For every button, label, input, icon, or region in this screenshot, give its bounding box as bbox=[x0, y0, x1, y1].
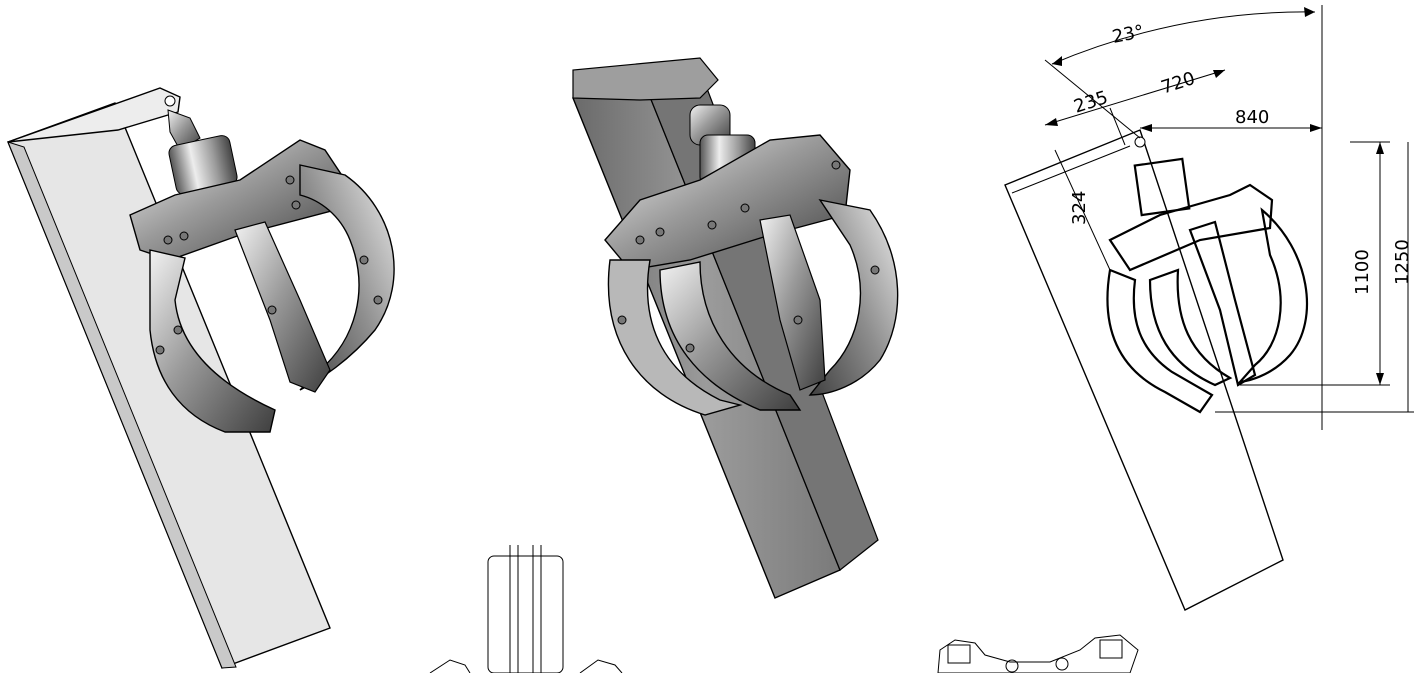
outline-cylinder bbox=[1133, 157, 1191, 217]
center-jaw-2 bbox=[659, 261, 802, 411]
outline-center-jaw bbox=[1148, 268, 1233, 387]
bolt-group-2 bbox=[617, 160, 880, 353]
light-beam-side bbox=[7, 141, 237, 669]
center-tine bbox=[234, 221, 331, 393]
outline-right-jaw bbox=[1237, 207, 1309, 384]
dim-840: 840 bbox=[1235, 107, 1269, 128]
dim-1100: 1100 bbox=[1352, 249, 1373, 295]
shaded-view-light-beam bbox=[7, 87, 395, 669]
left-jaw-2 bbox=[607, 259, 743, 416]
outline-center-tine bbox=[1188, 220, 1257, 387]
dim-720: 720 bbox=[1159, 68, 1198, 99]
dim-235: 235 bbox=[1071, 87, 1110, 118]
left-jaw bbox=[149, 249, 276, 433]
center-tine-2 bbox=[759, 214, 826, 391]
partial-front-view bbox=[429, 545, 623, 673]
shaded-view-dark-beam bbox=[572, 57, 899, 599]
dim-angle: 23° bbox=[1110, 21, 1145, 48]
dim-324: 324 bbox=[1069, 191, 1090, 225]
outline-beam bbox=[1004, 129, 1284, 611]
right-jaw-2 bbox=[808, 198, 899, 396]
dark-beam-top bbox=[572, 57, 719, 101]
outline-frame bbox=[1108, 183, 1274, 272]
grapple-frame-2 bbox=[604, 134, 851, 271]
outline-pivot bbox=[1134, 136, 1146, 148]
partial-top-view bbox=[937, 634, 1139, 673]
right-jaw bbox=[299, 164, 395, 391]
light-beam-arm bbox=[7, 87, 181, 143]
angle-arc bbox=[1051, 11, 1316, 65]
bolt-group-1 bbox=[155, 175, 383, 355]
arm-pivot-hole bbox=[164, 95, 176, 107]
outline-left-jaw bbox=[1106, 268, 1214, 414]
dimensioned-line-view: 23° 235 720 840 324 1100 1250 bbox=[1004, 5, 1414, 611]
dim-1250: 1250 bbox=[1392, 239, 1413, 285]
